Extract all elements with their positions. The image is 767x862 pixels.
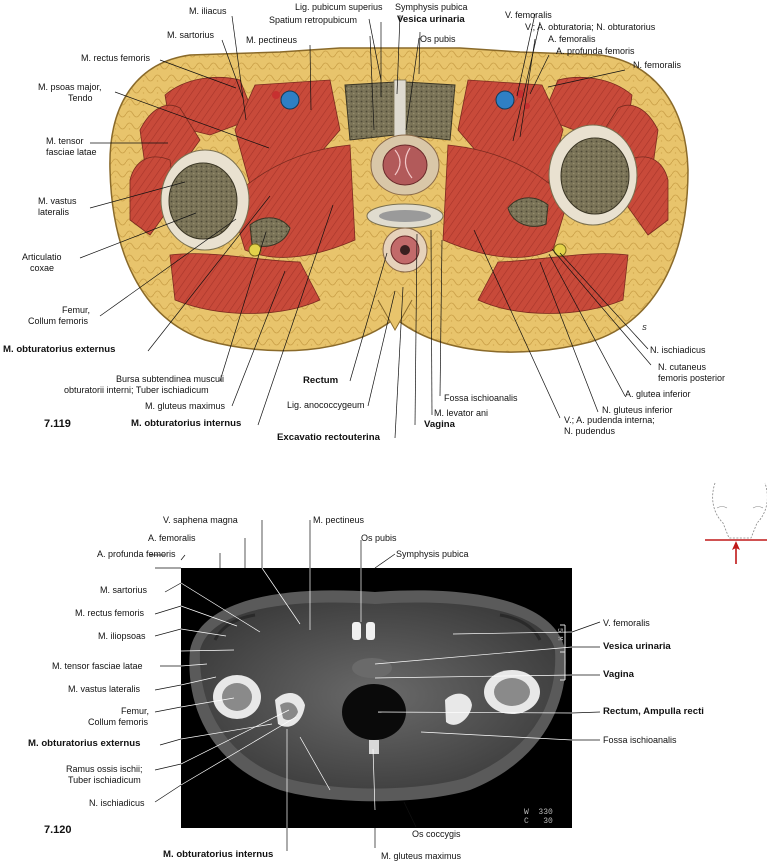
- label-obturatorius-externus: M. obturatorius externus: [3, 344, 116, 355]
- label-vesica: Vesica urinaria: [397, 14, 465, 25]
- label-os-pubis: Os pubis: [420, 34, 456, 44]
- label-spatium: Spatium retropubicum: [269, 15, 358, 25]
- label-vastus-2: lateralis: [38, 207, 70, 217]
- orientation-figure-icon: [705, 482, 767, 564]
- label-cutaneus-2: femoris posterior: [658, 373, 726, 383]
- ct-label-symphysis: Symphysis pubica: [396, 549, 469, 559]
- ct-label-a-femoralis: A. femoralis: [148, 533, 196, 543]
- label-iliacus: M. iliacus: [189, 6, 227, 16]
- label-a-glutea-inferior: A. glutea inferior: [625, 389, 691, 399]
- label-levator-ani: M. levator ani: [434, 408, 489, 418]
- label-sartorius: M. sartorius: [167, 30, 215, 40]
- ct-scale-digits: 5 M: [555, 628, 563, 641]
- ct-label-fossa: Fossa ischioanalis: [603, 735, 677, 745]
- label-rectus-femoris: M. rectus femoris: [81, 53, 151, 63]
- ct-label-rectus-femoris: M. rectus femoris: [75, 608, 145, 618]
- label-pectineus: M. pectineus: [246, 35, 298, 45]
- label-n-femoralis: N. femoralis: [633, 60, 682, 70]
- ct-label-ramus-1: Ramus ossis ischii;: [66, 764, 143, 774]
- label-a-profunda: A. profunda femoris: [556, 46, 635, 56]
- label-femur-1: Femur,: [62, 305, 91, 315]
- artist-signature: S: [642, 325, 647, 332]
- label-rectum: Rectum: [303, 375, 339, 386]
- ct-label-ischiadicus: N. ischiadicus: [89, 798, 145, 808]
- label-pudenda-2: N. pudendus: [564, 426, 616, 436]
- label-fossa-ischioanalis: Fossa ischioanalis: [444, 393, 518, 403]
- ct-label-saphena: V. saphena magna: [163, 515, 238, 525]
- figure-number-bottom: 7.120: [44, 824, 72, 836]
- figure-number-top: 7.119: [44, 418, 71, 430]
- label-n-ischiadicus: N. ischiadicus: [650, 345, 706, 355]
- label-vastus-1: M. vastus: [38, 196, 77, 206]
- label-lig-pubicum: Lig. pubicum superius: [295, 2, 383, 12]
- label-femur-2: Collum femoris: [28, 316, 89, 326]
- label-lig-anococcygeum: Lig. anococcygeum: [287, 400, 365, 410]
- label-excavatio: Excavatio rectouterina: [277, 432, 380, 443]
- label-vagina: Vagina: [424, 419, 455, 430]
- label-psoas-2: Tendo: [68, 93, 93, 103]
- ct-label-vastus: M. vastus lateralis: [68, 684, 141, 694]
- label-psoas-1: M. psoas major,: [38, 82, 102, 92]
- ct-label-vesica: Vesica urinaria: [603, 641, 671, 652]
- label-v-femoralis: V. femoralis: [505, 10, 552, 20]
- ct-label-obturatorius-internus: M. obturatorius internus: [163, 849, 274, 860]
- ct-label-rectum: Rectum, Ampulla recti: [603, 706, 704, 717]
- ct-label-femur-2: Collum femoris: [88, 717, 149, 727]
- label-pudenda-1: V.; A. pudenda interna;: [564, 415, 655, 425]
- ct-scale-bar: [560, 624, 566, 681]
- label-tensor-1: M. tensor: [46, 136, 84, 146]
- ct-label-sartorius: M. sartorius: [100, 585, 148, 595]
- ct-window-width: W 330: [524, 808, 553, 817]
- ct-label-coccygis: Os coccygis: [412, 829, 461, 839]
- label-gluteus-maximus: M. gluteus maximus: [145, 401, 226, 411]
- label-obturatorius-internus: M. obturatorius internus: [131, 418, 242, 429]
- right-hip-joint: [507, 124, 638, 227]
- ct-label-a-profunda: A. profunda femoris: [97, 549, 176, 559]
- ct-label-tensor: M. tensor fasciae latae: [52, 661, 143, 671]
- label-cutaneus-1: N. cutaneus: [658, 362, 707, 372]
- label-articulatio-1: Articulatio: [22, 252, 62, 262]
- ct-label-gluteus-maximus: M. gluteus maximus: [381, 851, 462, 861]
- ct-label-pectineus: M. pectineus: [313, 515, 365, 525]
- ct-label-os-pubis: Os pubis: [361, 533, 397, 543]
- ct-label-iliopsoas: M. iliopsoas: [98, 631, 146, 641]
- label-n-gluteus-inferior: N. gluteus inferior: [602, 405, 673, 415]
- ct-label-v-femoralis: V. femoralis: [603, 618, 650, 628]
- ct-label-vagina: Vagina: [603, 669, 634, 680]
- label-a-femoralis: A. femoralis: [548, 34, 596, 44]
- label-obturatoria: V.; A. obturatoria; N. obturatorius: [525, 22, 656, 32]
- ct-label-femur-1: Femur,: [121, 706, 150, 716]
- ct-scan-image: [189, 590, 566, 802]
- ct-label-ramus-2: Tuber ischiadicum: [68, 775, 141, 785]
- ct-window-center: C 30: [524, 817, 553, 826]
- ct-label-obturatorius-externus: M. obturatorius externus: [28, 738, 141, 749]
- label-symphysis: Symphysis pubica: [395, 2, 468, 12]
- label-bursa-2: obturatorii interni; Tuber ischiadicum: [64, 385, 209, 395]
- label-bursa-1: Bursa subtendinea musculi: [116, 374, 225, 384]
- label-articulatio-2: coxae: [30, 263, 55, 273]
- label-tensor-2: fasciae latae: [46, 147, 97, 157]
